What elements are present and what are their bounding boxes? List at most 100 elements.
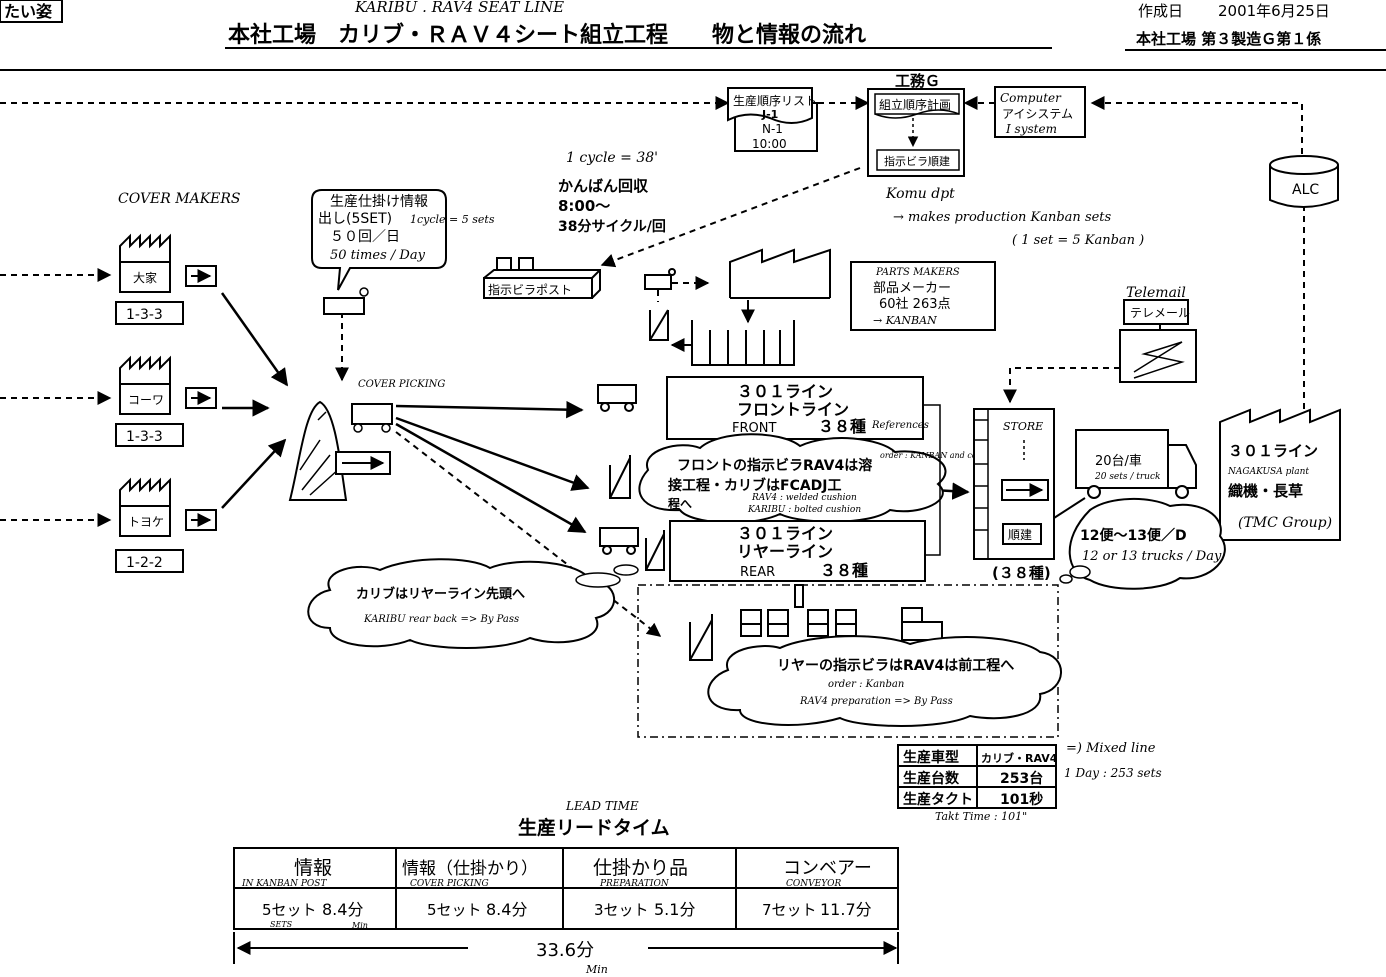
corner-label: たい姿 — [4, 2, 52, 21]
kanban-collect-line2: 8:00〜 — [558, 197, 610, 215]
rear-cloud-note1: order : Kanban — [828, 679, 904, 690]
lead-col-minutes: 8.4分 — [486, 900, 527, 919]
komu-issue: 指示ビラ順建 — [884, 154, 950, 168]
cover-makers-group: COVER MAKERS 大家 1-3-3 コーワ 1-3-3 トヨケ — [115, 191, 241, 573]
lead-col-minutes: 5.1分 — [654, 900, 695, 919]
customer-group: (TMC Group) — [1238, 515, 1332, 531]
computer-line1: Computer — [1000, 91, 1062, 105]
front-line-count: ３８種 — [818, 417, 866, 436]
flow-arrow-picking-to-front — [395, 400, 584, 419]
supplier-daika: 大家 1-3-3 — [115, 235, 217, 325]
parts-makers-line2: 60社 263点 — [879, 296, 951, 312]
corner-frame — [0, 0, 63, 23]
post-label: 指示ビラポスト — [488, 282, 572, 297]
parts-makers-line1: 部品メーカー — [873, 281, 951, 296]
komu-department: 工務Ｇ 組立順序計画 指示ビラ順建 Komu dpt → makes produ… — [867, 72, 1144, 248]
computer-system: Computer アイシステム I system — [994, 86, 1086, 138]
customer-title: ３０１ライン — [1228, 442, 1318, 460]
prod-row-label: 生産タクト — [903, 791, 973, 808]
telemail-label: テレメール — [1130, 306, 1190, 320]
rear-instruction-cloud: リヤーの指示ビラはRAV4は前工程へ order : Kanban RAV4 p… — [707, 635, 1062, 727]
supplier-code: 1-2-2 — [126, 555, 163, 571]
lead-total: 33.6分 — [536, 940, 594, 961]
prod-row-value: カリブ・RAV4 — [981, 751, 1058, 765]
telemail: Telemail テレメール — [1119, 285, 1197, 383]
prod-row-label: 生産台数 — [903, 770, 960, 787]
front-cloud-note2: KARIBU : bolted cushion — [747, 505, 861, 515]
front-cloud-line1: フロントの指示ビラRAV4は溶 — [677, 457, 872, 474]
prod-note-mixed: =) Mixed line — [1066, 741, 1156, 756]
truck-icon: 20台/車 20 sets / truck — [1075, 429, 1197, 499]
front-cart-icon — [597, 384, 637, 412]
cover-makers-note: COVER MAKERS — [118, 191, 241, 207]
delivery-cloud: 12便〜13便／D 12 or 13 trucks / Day — [1059, 498, 1226, 590]
supplier-code-box — [115, 423, 184, 447]
lead-col-note: IN KANBAN POST — [241, 879, 327, 889]
front-line-title: ３０１ライン — [737, 382, 833, 401]
kanban-post: 指示ビラポスト — [483, 257, 601, 299]
delivery-line2: 12 or 13 trucks / Day — [1082, 549, 1222, 564]
info-line-komu-to-post — [600, 167, 861, 268]
store-rack: STORE 順建 (３８種) — [973, 408, 1055, 582]
info-bubble-cycle-note: 1cycle = 5 sets — [410, 213, 495, 226]
lead-col-note: CONVEYOR — [786, 879, 842, 889]
sequence-list-time: 10:00 — [752, 137, 787, 151]
komu-note: Komu dpt — [885, 186, 955, 202]
lead-total-note: Min — [585, 963, 608, 976]
info-bubble: 生産仕掛け情報 出し(5SET) 1cycle = 5 sets ５０回／日 5… — [311, 189, 495, 291]
front-line-name: フロントライン — [737, 400, 849, 419]
lead-col-note: COVER PICKING — [410, 879, 489, 889]
header: たい姿 KARIBU . RAV4 SEAT LINE 本社工場 カリブ・ＲＡＶ… — [0, 0, 1386, 51]
rear-cloud-line1: リヤーの指示ビラはRAV4は前工程へ — [777, 657, 1014, 674]
supplier-name: トヨケ — [128, 515, 164, 529]
lead-time-section: LEAD TIME 生産リードタイム 情報 IN KANBAN POST 情報（… — [233, 799, 899, 976]
customer-note: NAGAKUSA plant — [1227, 467, 1309, 477]
store-seq: 順建 — [1008, 528, 1032, 542]
page-title: 本社工場 カリブ・ＲＡＶ４シート組立工程 物と情報の流れ — [228, 22, 866, 48]
factory-icon — [119, 383, 171, 415]
supplier-code-box — [115, 549, 184, 573]
truck-note: 20 sets / truck — [1094, 472, 1160, 482]
front-instruction-cloud: フロントの指示ビラRAV4は溶 接工程・カリブはFCADJ工 程へ RAV4 :… — [638, 433, 994, 524]
info-line-picking-to-rear-prep — [395, 431, 662, 637]
delivery-line1: 12便〜13便／D — [1080, 527, 1187, 544]
lead-col-minutes: 11.7分 — [820, 900, 872, 919]
supplier-name: コーワ — [128, 393, 164, 407]
computer-line2: アイシステム — [1002, 107, 1073, 121]
parts-makers-note: PARTS MAKERS — [875, 267, 960, 278]
cover-picking-label: COVER PICKING — [358, 379, 445, 390]
info-bubble-line1: 生産仕掛け情報 — [330, 194, 428, 210]
rear-line-box: ３０１ライン リヤーライン REAR ３８種 — [669, 520, 926, 582]
customer-plant: ３０１ライン NAGAKUSA plant 織機・長草 (TMC Group) — [1219, 408, 1341, 541]
supplier-code-box — [115, 301, 184, 325]
rear-cart-icon — [599, 527, 639, 555]
lead-col-header: 情報 — [294, 857, 332, 879]
flow-arrow-maker1 — [220, 292, 289, 387]
computer-line3: I system — [1005, 122, 1057, 136]
prod-row-value: 101秒 — [1000, 791, 1043, 808]
lead-col-sets: 5セット — [427, 901, 482, 919]
alc-label: ALC — [1292, 182, 1319, 198]
front-cloud-note3: order : KANBAN and covers — [880, 451, 994, 460]
department-label: 本社工場 第３製造Ｇ第１係 — [1136, 30, 1321, 48]
lead-col-min-note: Min — [351, 921, 368, 930]
front-line-box: ３０１ライン フロントライン FRONT ３８種 References — [666, 376, 929, 440]
front-cloud-line2: 接工程・カリブはFCADJ工 — [668, 477, 842, 494]
front-line-ref: References — [871, 420, 929, 431]
sequence-list: 生産順序リスト J-1 N-1 10:00 — [727, 87, 818, 152]
rear-preprocess-stations — [689, 584, 943, 661]
lead-col-sets: 3セット — [594, 901, 649, 919]
telemail-note: Telemail — [1126, 285, 1186, 301]
front-cloud-line3: 程へ — [668, 496, 692, 511]
parts-makers-line3: → KANBAN — [873, 314, 937, 327]
supplier-name: 大家 — [133, 270, 157, 285]
parts-factory-icon — [670, 248, 831, 366]
lead-col-sets: 5セット — [262, 901, 317, 919]
front-cloud-note1: RAV4 : welded cushion — [751, 493, 857, 503]
lead-col-sets-note: SETS — [270, 920, 293, 929]
truck-label: 20台/車 — [1095, 454, 1142, 469]
cover-supermarket-icon — [288, 400, 391, 501]
rear-line-name: リヤーライン — [737, 542, 833, 561]
material-flow-arrows — [220, 292, 970, 534]
